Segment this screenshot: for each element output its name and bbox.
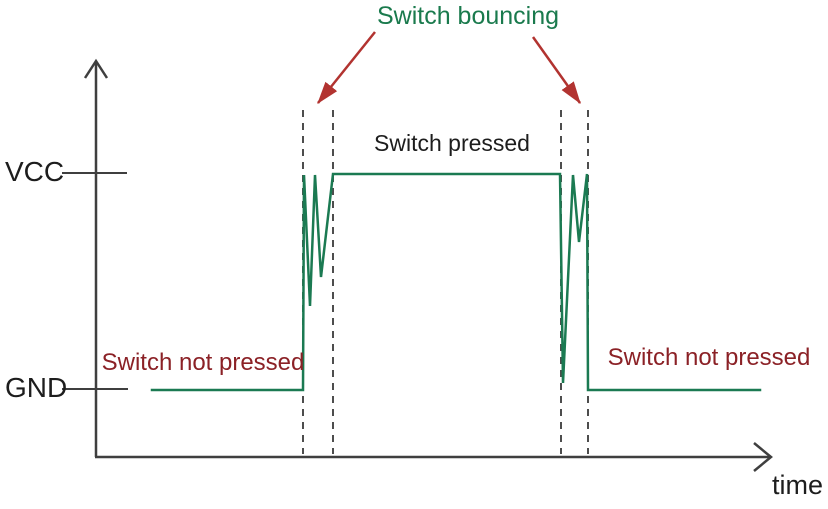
y-axis-arrow-up-icon [83,58,109,79]
annotation-arrow-right [531,36,582,105]
switch-pressed-label: Switch pressed [374,130,530,156]
time-axis-label: time [772,470,824,500]
switch-not-pressed-right-label: Switch not pressed [607,344,811,371]
switch-not-pressed-left-label: Switch not pressed [101,349,305,376]
vcc-axis-label: VCC [5,156,65,187]
gnd-axis-label: GND [5,372,68,403]
title-switch-bouncing: Switch bouncing [376,2,560,30]
x-axis-arrow-right-icon [753,442,773,472]
annotation-arrow-left [317,31,376,104]
signal-waveform-line [150,172,762,392]
